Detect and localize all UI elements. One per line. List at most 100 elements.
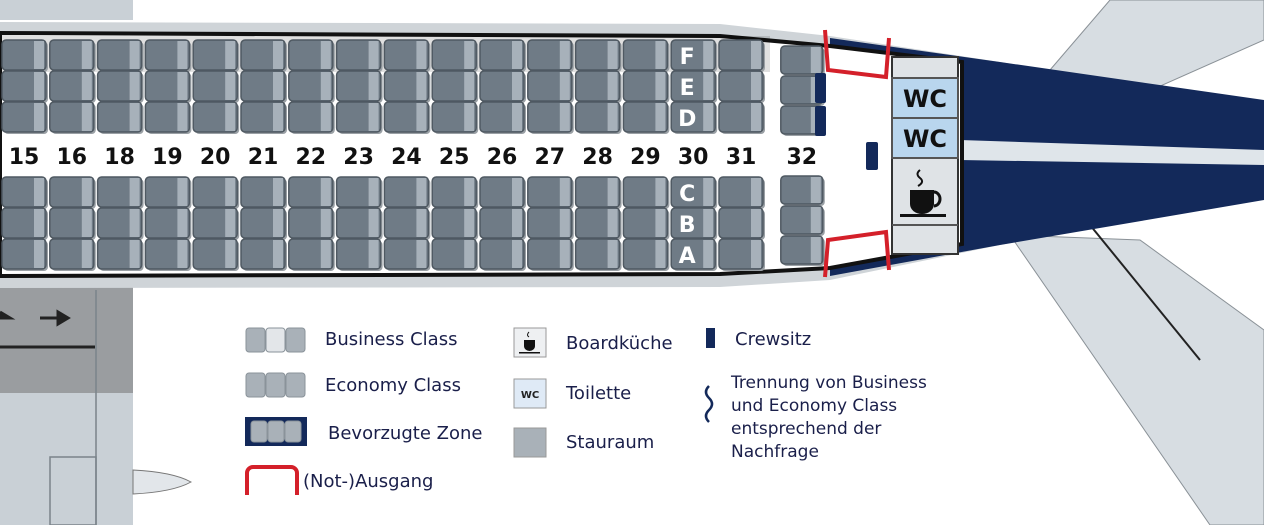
seat-16C[interactable] [49,176,96,209]
seat-31D[interactable] [718,101,765,134]
seat-22D[interactable] [288,101,335,134]
seat-25B[interactable] [431,207,479,240]
seat-15F[interactable] [1,39,48,72]
seat-21C[interactable] [240,176,287,209]
seat-28A[interactable] [574,238,622,271]
seat-21A[interactable] [240,238,287,271]
seat-28C[interactable] [574,176,622,209]
seat-31A[interactable] [718,238,765,271]
seat-31E[interactable] [718,70,765,103]
seat-30D[interactable] [670,101,718,134]
seat-23B[interactable] [335,207,383,240]
seat-30A[interactable] [670,238,718,271]
seat-26D[interactable] [479,101,526,134]
seat-31C[interactable] [718,176,765,209]
seat-27A[interactable] [527,238,574,271]
seat-19F[interactable] [144,39,192,72]
seat-23A[interactable] [335,238,383,271]
seat-26C[interactable] [479,176,526,209]
seat-26A[interactable] [479,238,526,271]
seat-15A[interactable] [1,238,48,271]
seat-25C[interactable] [431,176,479,209]
seat-28F[interactable] [574,39,622,72]
seat-32C[interactable] [780,175,825,206]
seat-26B[interactable] [479,207,526,240]
seat-15E[interactable] [1,70,48,103]
seat-19C[interactable] [144,176,192,209]
seat-30F[interactable] [670,39,718,72]
seat-27F[interactable] [527,39,574,72]
seat-19E[interactable] [144,70,192,103]
seat-29A[interactable] [622,238,670,271]
seat-28E[interactable] [574,70,622,103]
seat-32A[interactable] [780,235,825,266]
seat-20C[interactable] [192,176,240,209]
seat-27D[interactable] [527,101,574,134]
seat-21B[interactable] [240,207,287,240]
seat-26E[interactable] [479,70,526,103]
seat-18C[interactable] [96,176,144,209]
seat-21D[interactable] [240,101,287,134]
seat-30C[interactable] [670,176,718,209]
seat-18A[interactable] [96,238,144,271]
seat-26F[interactable] [479,39,526,72]
seat-29F[interactable] [622,39,670,72]
seat-23C[interactable] [335,176,383,209]
seat-22E[interactable] [288,70,335,103]
seat-18E[interactable] [96,70,144,103]
seat-32F[interactable] [780,45,825,76]
seat-31F[interactable] [718,39,765,72]
seat-19D[interactable] [144,101,192,134]
seat-23E[interactable] [335,70,383,103]
seat-28D[interactable] [574,101,622,134]
seat-20A[interactable] [192,238,240,271]
seat-24C[interactable] [383,176,431,209]
seat-30E[interactable] [670,70,718,103]
seat-31B[interactable] [718,207,765,240]
seat-19A[interactable] [144,238,192,271]
seat-25E[interactable] [431,70,479,103]
seat-29D[interactable] [622,101,670,134]
seat-24F[interactable] [383,39,431,72]
seat-27B[interactable] [527,207,574,240]
seat-19B[interactable] [144,207,192,240]
seat-15B[interactable] [1,207,48,240]
seat-18B[interactable] [96,207,144,240]
seat-15C[interactable] [1,176,48,209]
seat-25A[interactable] [431,238,479,271]
seat-29C[interactable] [622,176,670,209]
seat-27E[interactable] [527,70,574,103]
seat-16D[interactable] [49,101,96,134]
seat-27C[interactable] [527,176,574,209]
seat-16A[interactable] [49,238,96,271]
seat-22B[interactable] [288,207,335,240]
seat-32B[interactable] [780,205,825,236]
seat-24B[interactable] [383,207,431,240]
seat-18D[interactable] [96,101,144,134]
seat-25D[interactable] [431,101,479,134]
seat-29E[interactable] [622,70,670,103]
seat-28B[interactable] [574,207,622,240]
seat-22C[interactable] [288,176,335,209]
seat-22F[interactable] [288,39,335,72]
seat-20B[interactable] [192,207,240,240]
seat-18F[interactable] [96,39,144,72]
seat-16E[interactable] [49,70,96,103]
seat-16B[interactable] [49,207,96,240]
seat-23D[interactable] [335,101,383,134]
seat-29B[interactable] [622,207,670,240]
seat-30B[interactable] [670,207,718,240]
seat-21E[interactable] [240,70,287,103]
seat-24D[interactable] [383,101,431,134]
seat-24A[interactable] [383,238,431,271]
seat-20D[interactable] [192,101,240,134]
seat-20E[interactable] [192,70,240,103]
seat-24E[interactable] [383,70,431,103]
seat-25F[interactable] [431,39,479,72]
seat-22A[interactable] [288,238,335,271]
seat-15D[interactable] [1,101,48,134]
seat-23F[interactable] [335,39,383,72]
seat-20F[interactable] [192,39,240,72]
seat-21F[interactable] [240,39,287,72]
seat-16F[interactable] [49,39,96,72]
